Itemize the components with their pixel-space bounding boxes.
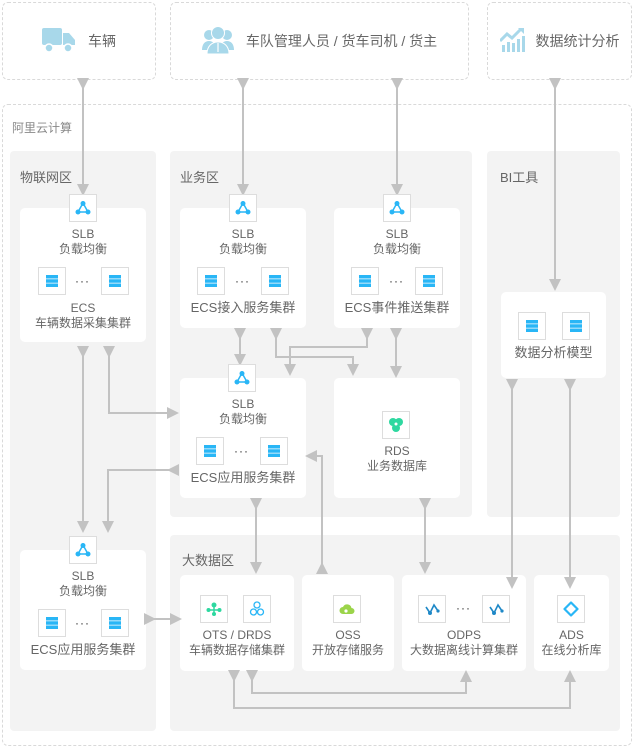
ellipsis: ··· (235, 274, 250, 288)
drds-icon (243, 595, 271, 623)
node-title: SLB (71, 227, 95, 241)
slb-icon (228, 364, 256, 392)
ellipsis: ··· (456, 601, 471, 615)
access-ecs-label: ECS接入服务集群 (190, 300, 296, 315)
rds-icon (382, 411, 410, 439)
odps-card[interactable] (402, 575, 526, 671)
server-icon (562, 312, 590, 340)
ots-icon (200, 595, 228, 623)
node-title: ODPS (446, 628, 481, 642)
users-icon (201, 25, 234, 57)
node-subtitle: 在线分析库 (541, 643, 602, 657)
vehicle-box: 车辆 (2, 2, 156, 80)
node-title: SLB (71, 569, 95, 583)
ads-card[interactable] (534, 575, 609, 671)
server-icon (101, 609, 129, 637)
node-subtitle: 负载均衡 (372, 242, 421, 256)
node-subtitle: 负载均衡 (58, 584, 107, 598)
node-subtitle: 大数据离线计算集群 (409, 643, 518, 657)
server-icon (260, 437, 288, 465)
node-subtitle: 负载均衡 (218, 412, 267, 426)
node-title: RDS (384, 444, 410, 458)
server-icon (38, 267, 66, 295)
bi-zone-label: BI工具 (500, 170, 539, 185)
cloud-storage-icon (333, 595, 361, 623)
node-title: OSS (335, 628, 361, 642)
node-subtitle: 车辆数据采集集群 (34, 316, 131, 330)
ads-icon (557, 595, 585, 623)
node-subtitle: 负载均衡 (218, 242, 267, 256)
node-subtitle: 车辆数据存储集群 (188, 643, 285, 657)
oss-card[interactable] (302, 575, 394, 671)
odps-icon (482, 595, 510, 623)
ellipsis: ··· (234, 444, 249, 458)
node-title: ADS (559, 628, 584, 642)
vehicle-label: 车辆 (88, 33, 116, 49)
server-icon (415, 267, 443, 295)
node-title: SLB (385, 227, 409, 241)
cloud-label: 阿里云计算 (12, 121, 73, 135)
users-box: 车队管理人员 / 货车司机 / 货主 (170, 2, 469, 80)
slb-icon (69, 194, 97, 222)
odps-icon (418, 595, 446, 623)
ellipsis: ··· (75, 274, 90, 288)
bi-model-label: 数据分析模型 (514, 345, 593, 360)
server-icon (101, 267, 129, 295)
slb-icon (229, 194, 257, 222)
ots-card[interactable] (180, 575, 294, 671)
chart-trend-icon (498, 27, 528, 56)
ellipsis: ··· (75, 616, 90, 630)
node-title: OTS / DRDS (202, 628, 272, 642)
iot-zone-label: 物联网区 (20, 170, 73, 185)
server-icon (261, 267, 289, 295)
low-ecs-label: ECS应用服务集群 (30, 642, 136, 657)
analytics-box: 数据统计分析 (487, 2, 632, 80)
node-title: SLB (231, 227, 255, 241)
server-icon (197, 267, 225, 295)
business-zone-label: 业务区 (180, 170, 220, 185)
node-subtitle: 开放存储服务 (311, 643, 384, 657)
bi-model-card[interactable] (501, 292, 606, 378)
node-subtitle: 负载均衡 (58, 242, 107, 256)
server-icon (196, 437, 224, 465)
slb-icon (69, 536, 97, 564)
app-ecs-label: ECS应用服务集群 (190, 470, 296, 485)
node-title: SLB (231, 397, 255, 411)
alibaba-cloud-container (2, 104, 632, 746)
ellipsis: ··· (389, 274, 404, 288)
server-icon (518, 312, 546, 340)
users-label: 车队管理人员 / 货车司机 / 货主 (245, 33, 438, 49)
bigdata-zone-label: 大数据区 (182, 553, 235, 568)
server-icon (38, 609, 66, 637)
truck-icon (42, 27, 76, 56)
node-subtitle: 业务数据库 (366, 459, 427, 473)
slb-icon (383, 194, 411, 222)
analytics-label: 数据统计分析 (535, 33, 620, 49)
node-title: ECS (70, 301, 96, 315)
server-icon (351, 267, 379, 295)
push-ecs-label: ECS事件推送集群 (344, 300, 450, 315)
